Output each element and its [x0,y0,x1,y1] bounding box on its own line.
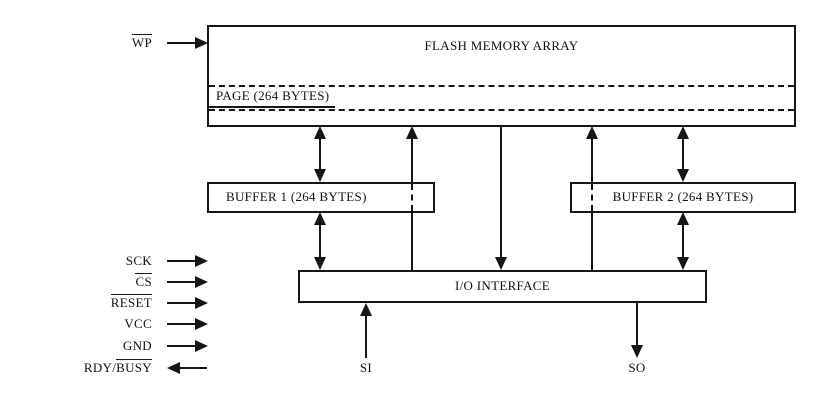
io-interface-box: I/O INTERFACE [298,270,707,303]
gnd-label: GND [30,336,152,356]
vcc-label: VCC [30,314,152,334]
rdy-busy-label: RDY/BUSY [30,358,152,378]
cs-label: CS [30,272,152,292]
flash-memory-array-title: FLASH MEMORY ARRAY [424,38,579,53]
arrow-shaft [167,345,195,347]
arrow-shaft [167,323,195,325]
buffer1-label: BUFFER 1 (264 BYTES) [226,189,367,204]
arrow-shaft [365,314,367,358]
arrow-down-icon [495,257,507,270]
arrow-left-icon [167,362,180,374]
rdy-busy-label-plain: RDY/ [83,360,117,375]
pin-rdy-busy: RDY/BUSY [0,358,230,378]
rdy-busy-label-overlined: BUSY [116,359,152,375]
arrow-right-icon [195,276,208,288]
arrow-shaft [167,42,195,44]
arrow-shaft [167,281,195,283]
buffer1-box: BUFFER 1 (264 BYTES) [207,182,435,213]
io-interface-label: I/O INTERFACE [454,278,550,293]
arrow-right-icon [195,340,208,352]
wp-label: WP [30,33,152,53]
arrow-up-icon [677,212,689,225]
so-label: SO [628,360,646,375]
arrow-up-icon [586,126,598,139]
pin-gnd: GND [0,336,230,356]
page-region-top-dashed-line [209,85,794,87]
arrow-shaft [682,222,684,260]
page-region-bottom-dashed-line [209,109,794,111]
arrow-down-icon [677,257,689,270]
flash-memory-array-box: FLASH MEMORY ARRAY PAGE (264 BYTES) [207,25,796,127]
arrow-shaft [500,127,502,259]
reset-label: RESET [30,293,152,313]
arrow-right-icon [195,37,208,49]
arrow-shaft [167,260,195,262]
arrow-shaft [591,213,593,270]
wp-label-overlined: WP [131,34,152,50]
cs-label-overlined: CS [135,273,152,289]
arrow-up-icon [677,126,689,139]
pin-wp: WP [0,33,230,53]
arrow-up-icon [406,126,418,139]
arrow-shaft [591,136,593,182]
arrow-shaft-dashed-through-buffer1 [411,184,413,211]
gnd-label-plain: GND [122,338,152,353]
arrow-down-icon [631,345,643,358]
vcc-label-plain: VCC [124,316,152,331]
buffer2-box: BUFFER 2 (264 BYTES) [570,182,796,213]
arrow-shaft [319,136,321,172]
arrow-right-icon [195,297,208,309]
pin-reset: RESET [0,293,230,313]
arrow-shaft [179,367,207,369]
reset-label-overlined: RESET [110,294,152,310]
sck-label: SCK [30,251,152,271]
arrow-shaft [636,303,638,347]
arrow-right-icon [195,255,208,267]
pin-cs: CS [0,272,230,292]
arrow-down-icon [314,169,326,182]
arrow-shaft [167,302,195,304]
pin-sck: SCK [0,251,230,271]
arrow-up-icon [360,303,372,316]
buffer2-label: BUFFER 2 (264 BYTES) [612,189,754,204]
arrow-shaft [411,213,413,270]
sck-label-plain: SCK [125,253,152,268]
arrow-up-icon [314,126,326,139]
arrow-shaft [319,222,321,260]
pin-vcc: VCC [0,314,230,334]
arrow-shaft-dashed-through-buffer2 [591,184,593,211]
arrow-shaft [682,136,684,172]
arrow-up-icon [314,212,326,225]
si-label: SI [359,360,373,375]
arrow-down-icon [314,257,326,270]
page-label: PAGE (264 BYTES) [209,88,336,108]
arrow-shaft [411,136,413,182]
arrow-down-icon [677,169,689,182]
arrow-right-icon [195,318,208,330]
